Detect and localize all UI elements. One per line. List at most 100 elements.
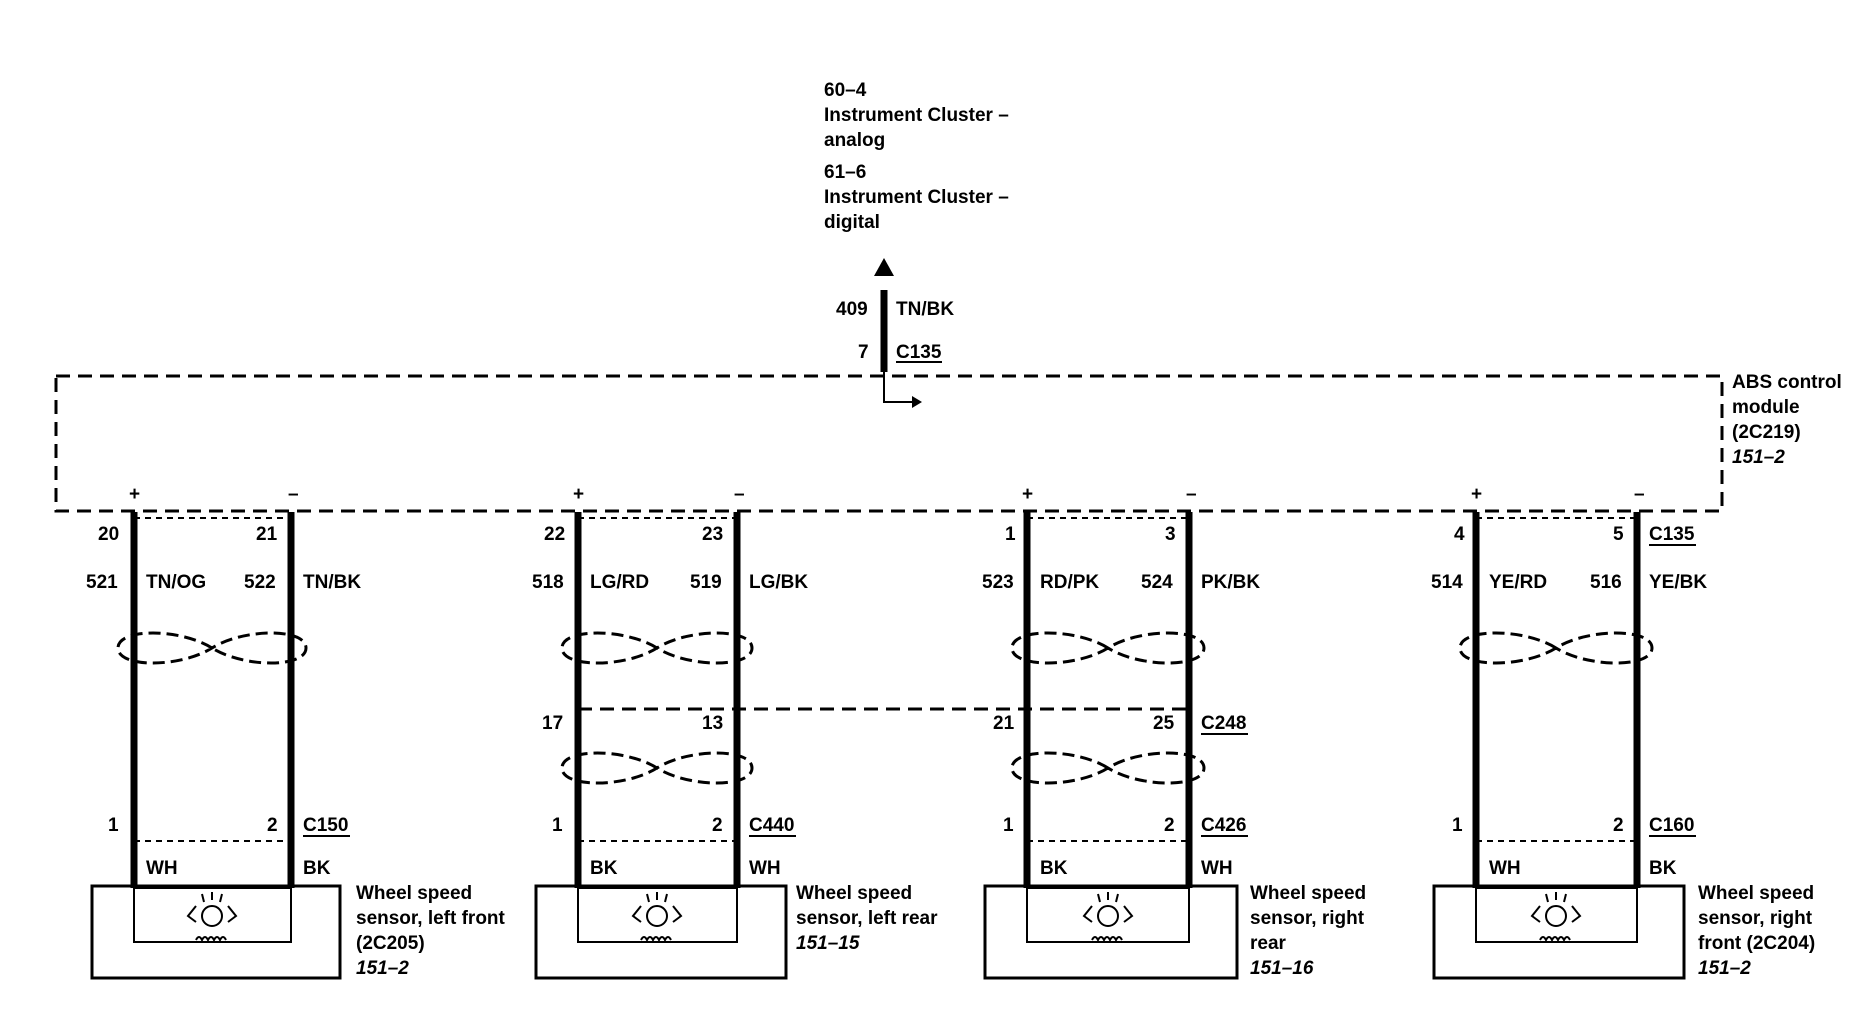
lead-plus: BK [1040,858,1068,879]
output-pin: 7 [858,342,869,363]
polarity-plus: + [129,484,140,505]
lead-minus: WH [749,858,781,879]
low-pin-minus: 2 [712,815,723,836]
sensor-label2: sensor, left front [356,908,506,929]
color-minus: YE/BK [1649,572,1707,593]
abs-module: ABS control module (2C219) 151–2 [54,372,1842,513]
polarity-minus: – [1186,484,1197,505]
pin-plus: 4 [1454,524,1465,545]
sensor-label1: Wheel speed [1250,883,1366,904]
pin-minus: 5 [1613,524,1624,545]
ref1-line1: Instrument Cluster – [824,105,1009,126]
lead-minus: BK [1649,858,1677,879]
lead-plus: WH [146,858,178,879]
lead-plus: BK [590,858,618,879]
sensor-gear-icon [186,892,238,927]
sensor-label3: (2C205) [356,933,425,954]
sensor-label3: rear [1250,933,1287,954]
sensor-box [90,884,342,980]
lead-minus: BK [303,858,331,879]
color-plus: YE/RD [1489,572,1547,593]
ref2-code: 61–6 [824,162,866,183]
sensor-inner [1475,887,1638,943]
lead-minus: WH [1201,858,1233,879]
color-minus: PK/BK [1201,572,1260,593]
twisted-pair-icon [1010,631,1206,665]
polarity-minus: – [734,484,745,505]
sensor-label2: sensor, right [1698,908,1813,929]
sensor-label1: Wheel speed [1698,883,1814,904]
mid-pin-minus: 13 [702,713,723,734]
sensor-circuit-right-rear: + – 1 3 523 RD/PK 524 PK/BK 21 25 C248 1… [982,484,1366,980]
pin-minus: 23 [702,524,723,545]
twisted-pair-icon-lower [560,751,754,785]
circuit-minus: 524 [1141,572,1173,593]
pin-plus: 20 [98,524,119,545]
polarity-plus: + [573,484,584,505]
module-line2: module [1732,397,1800,418]
pin-minus: 3 [1165,524,1176,545]
circuit-minus: 519 [690,572,722,593]
output-color: TN/BK [896,299,954,320]
circuit-plus: 518 [532,572,564,593]
mid-connector: C248 [1201,713,1246,734]
low-pin-minus: 2 [1164,815,1175,836]
circuit-plus: 521 [86,572,118,593]
arrow-up-icon [874,258,894,276]
polarity-minus: – [1634,484,1645,505]
output-connector: C135 [896,342,942,363]
ref2-line2: digital [824,212,880,233]
pin-connector: C135 [1649,524,1695,545]
low-connector: C426 [1201,815,1246,836]
sensor-page: 151–16 [1250,958,1314,979]
ref2-line1: Instrument Cluster – [824,187,1009,208]
module-line1: ABS control [1732,372,1842,393]
twisted-pair-icon [1458,631,1654,665]
coil-icon [640,936,672,943]
sensor-gear-icon [1082,892,1134,927]
output-wire: 409 TN/BK 7 C135 [836,258,954,408]
sensor-box [534,884,788,980]
mid-pin-minus: 25 [1153,713,1175,734]
low-pin-plus: 1 [1452,815,1463,836]
sensor-label1: Wheel speed [796,883,912,904]
coil-icon [195,936,227,943]
sensor-inner [133,887,292,943]
polarity-minus: – [288,484,299,505]
sensor-gear-icon [1530,892,1582,927]
sensor-label3: front (2C204) [1698,933,1815,954]
sensor-page: 151–2 [356,958,409,979]
output-circuit: 409 [836,299,868,320]
sensor-box [1432,884,1686,980]
ground-ref-line [883,372,912,403]
low-pin-minus: 2 [1613,815,1624,836]
low-connector: C150 [303,815,348,836]
polarity-plus: + [1471,484,1482,505]
color-plus: LG/RD [590,572,649,593]
sensor-circuit-left-front: + – 20 21 521 TN/OG 522 TN/BK 1 2 C150 W… [86,484,506,980]
arrow-right-icon [912,396,922,408]
sensor-gear-icon [631,892,683,927]
sensor-box [983,884,1239,980]
low-connector: C160 [1649,815,1694,836]
sensor-label2: sensor, right [1250,908,1365,929]
twisted-pair-icon-lower [1010,751,1206,785]
circuit-plus: 514 [1431,572,1463,593]
pin-plus: 1 [1005,524,1016,545]
color-plus: TN/OG [146,572,206,593]
twisted-pair-icon [560,631,754,665]
low-pin-plus: 1 [108,815,119,836]
sensor-inner [1026,887,1190,943]
circuit-minus: 516 [1590,572,1622,593]
ref1-code: 60–4 [824,80,867,101]
low-pin-plus: 1 [552,815,563,836]
coil-icon [1539,936,1571,943]
sensor-page: 151–15 [796,933,860,954]
sensor-circuit-right-front: + – 4 5 C135 514 YE/RD 516 YE/BK 1 2 C16… [1431,484,1815,980]
sensor-page: 151–2 [1698,958,1751,979]
sensor-circuit-left-rear: + – 22 23 518 LG/RD 519 LG/BK 17 13 1 2 … [532,484,938,980]
top-reference: 60–4 Instrument Cluster – analog 61–6 In… [824,80,1009,233]
sensor-label2: sensor, left rear [796,908,938,929]
mid-pin-plus: 17 [542,713,563,734]
